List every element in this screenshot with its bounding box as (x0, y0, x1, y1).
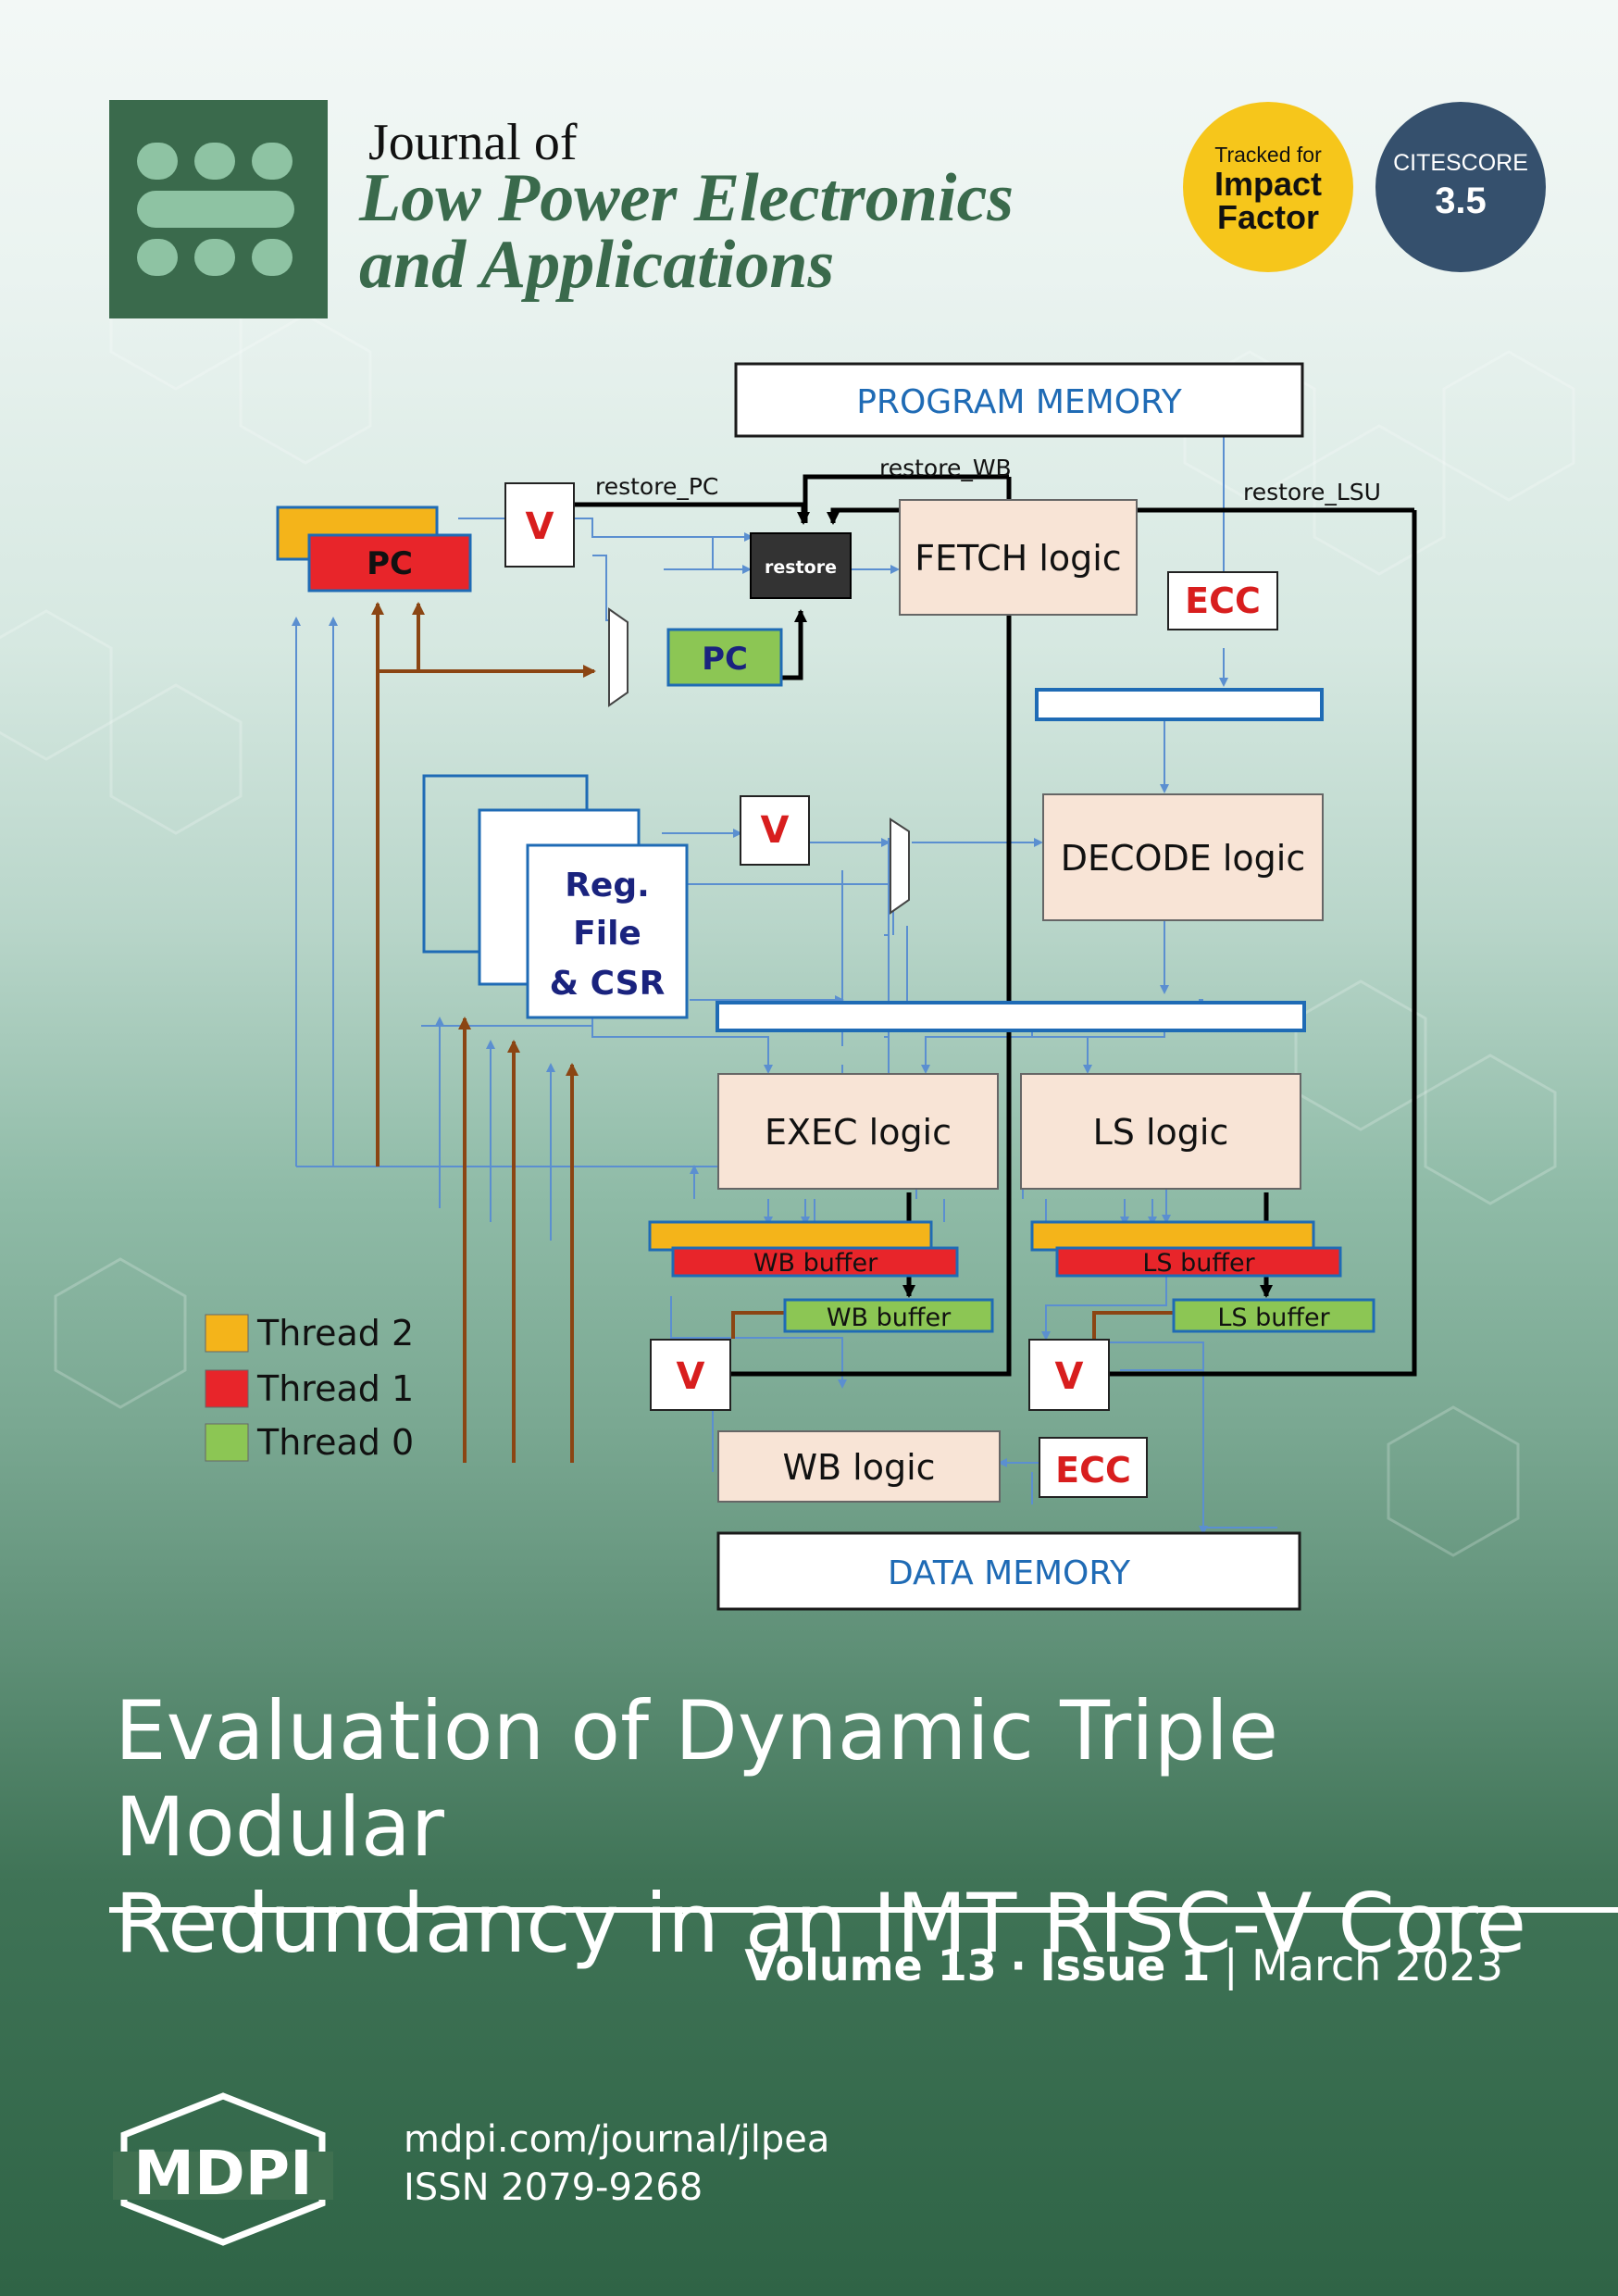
wb-buffer-thread-0 (783, 1298, 994, 1333)
legend-swatch-thread-2 (205, 1314, 249, 1353)
ls-voter-box (1028, 1339, 1110, 1411)
impact-badge-line-2: Impact (1214, 165, 1323, 203)
impact-factor-badge: Tracked for Impact Factor (1183, 102, 1353, 272)
reg-file-label-line-1: Reg. (565, 867, 650, 905)
mdpi-logo-icon: MDPI (113, 2092, 333, 2246)
pc-voter-box (504, 482, 575, 568)
ls-buffer-thread-0 (1172, 1298, 1375, 1333)
wb-buffer-label-thread-0: WB buffer (827, 1304, 952, 1332)
restore-pc-label: restore_PC (595, 473, 718, 500)
article-title: Evaluation of Dynamic Triple Modular Red… (115, 1683, 1559, 1972)
impact-badge-line-1: Tracked for (1214, 143, 1322, 167)
decode-logic-label: DECODE logic (1061, 838, 1305, 879)
ls-logic-box (1020, 1073, 1301, 1190)
citescore-label: CITESCORE (1393, 150, 1528, 176)
wb-voter-box (650, 1339, 731, 1411)
ls-logic-label: LS logic (1093, 1112, 1229, 1153)
reg-file-label-line-3: & CSR (550, 965, 666, 1003)
fetch-ecc-label: ECC (1185, 580, 1261, 621)
pc-mux (608, 607, 629, 707)
journal-name-line-1: Low Power Electronics (359, 160, 1014, 236)
pc-label-main: PC (367, 545, 413, 582)
wb-buffer-thread-2 (648, 1220, 933, 1252)
restore-label: restore (765, 557, 837, 578)
wb-buffer-label-thread-1: WB buffer (753, 1249, 878, 1278)
regfile-voter-box (740, 795, 810, 866)
issue-number: Issue 1 (1039, 1940, 1211, 1990)
program-memory-label: PROGRAM MEMORY (856, 383, 1183, 421)
pc-voter-label: V (526, 505, 554, 548)
data-memory-label: DATA MEMORY (888, 1554, 1131, 1592)
exec-logic-label: EXEC logic (765, 1112, 952, 1153)
pc-register-thread-1 (307, 533, 472, 593)
exec-logic-box (717, 1073, 999, 1190)
impact-badge-line-3: Factor (1216, 198, 1320, 236)
citescore-value: 3.5 (1435, 181, 1487, 221)
ls-buffer-label-thread-0: LS buffer (1217, 1304, 1330, 1332)
program-memory-box (734, 362, 1304, 438)
article-title-line-1: Evaluation of Dynamic Triple Modular (115, 1683, 1279, 1875)
article-title-line-2: Redundancy in an IMT RISC-V Core (115, 1876, 1527, 1971)
fetch-logic-box (899, 499, 1138, 616)
title-divider (109, 1907, 1618, 1913)
journal-name: Low Power Electronics and Applications (359, 160, 1100, 303)
fetch-decode-pipeline-register (1035, 688, 1324, 721)
wb-buffer-thread-1 (671, 1246, 959, 1278)
restore-wb-label: restore_WB (879, 455, 1012, 481)
risc-v-core-diagram: PROGRAM MEMORY restore_PC restore_WB res… (205, 362, 1417, 1611)
data-ecc-label: ECC (1055, 1450, 1131, 1491)
regfile-mux (890, 817, 910, 915)
ls-buffer-label-thread-1: LS buffer (1142, 1249, 1255, 1278)
ls-voter-label: V (1055, 1355, 1084, 1398)
thread-legend: Thread 2 Thread 1 Thread 0 (205, 1313, 414, 1463)
issue-separator: · (1010, 1940, 1027, 1990)
reg-file-label-line-2: File (573, 915, 641, 953)
regfile-voter-label: V (761, 809, 790, 852)
ls-buffer-thread-2 (1030, 1220, 1315, 1252)
issue-divider: | (1223, 1940, 1238, 1990)
issue-date: March 2023 (1251, 1940, 1503, 1990)
pc-label-thread-0: PC (702, 641, 748, 678)
restore-lsu-label: restore_LSU (1243, 479, 1381, 505)
wb-logic-box (717, 1430, 1001, 1503)
decode-logic-box (1042, 793, 1324, 921)
reg-file-thread-0 (526, 843, 689, 1019)
legend-label-thread-0: Thread 0 (256, 1422, 414, 1463)
wb-voter-label: V (677, 1355, 705, 1398)
issue-info: Volume 13 · Issue 1 | March 2023 (744, 1940, 1503, 1990)
journal-of-label: Journal of (368, 114, 578, 171)
legend-label-thread-1: Thread 1 (256, 1368, 414, 1409)
ls-buffer-thread-1 (1055, 1246, 1342, 1278)
journal-issn: ISSN 2079-9268 (404, 2166, 703, 2209)
data-memory-box (716, 1531, 1301, 1611)
journal-sss-logo-icon (137, 143, 294, 276)
data-ecc-box (1039, 1437, 1148, 1498)
fetch-logic-label: FETCH logic (915, 538, 1121, 579)
volume-number: Volume 13 (744, 1940, 997, 1990)
fetch-ecc-box (1167, 571, 1278, 630)
mdpi-logo-text: MDPI (133, 2138, 312, 2209)
legend-swatch-thread-1 (205, 1369, 249, 1408)
legend-label-thread-2: Thread 2 (256, 1313, 414, 1354)
journal-logo (109, 100, 328, 318)
citescore-badge: CITESCORE 3.5 (1375, 102, 1546, 272)
wb-logic-label: WB logic (782, 1447, 935, 1488)
legend-swatch-thread-0 (205, 1423, 249, 1462)
journal-name-line-2: and Applications (359, 227, 835, 303)
pc-register-thread-0 (666, 628, 783, 687)
journal-url: mdpi.com/journal/jlpea (404, 2118, 830, 2161)
restore-box (750, 532, 852, 599)
decode-exec-pipeline-register (716, 1001, 1306, 1032)
